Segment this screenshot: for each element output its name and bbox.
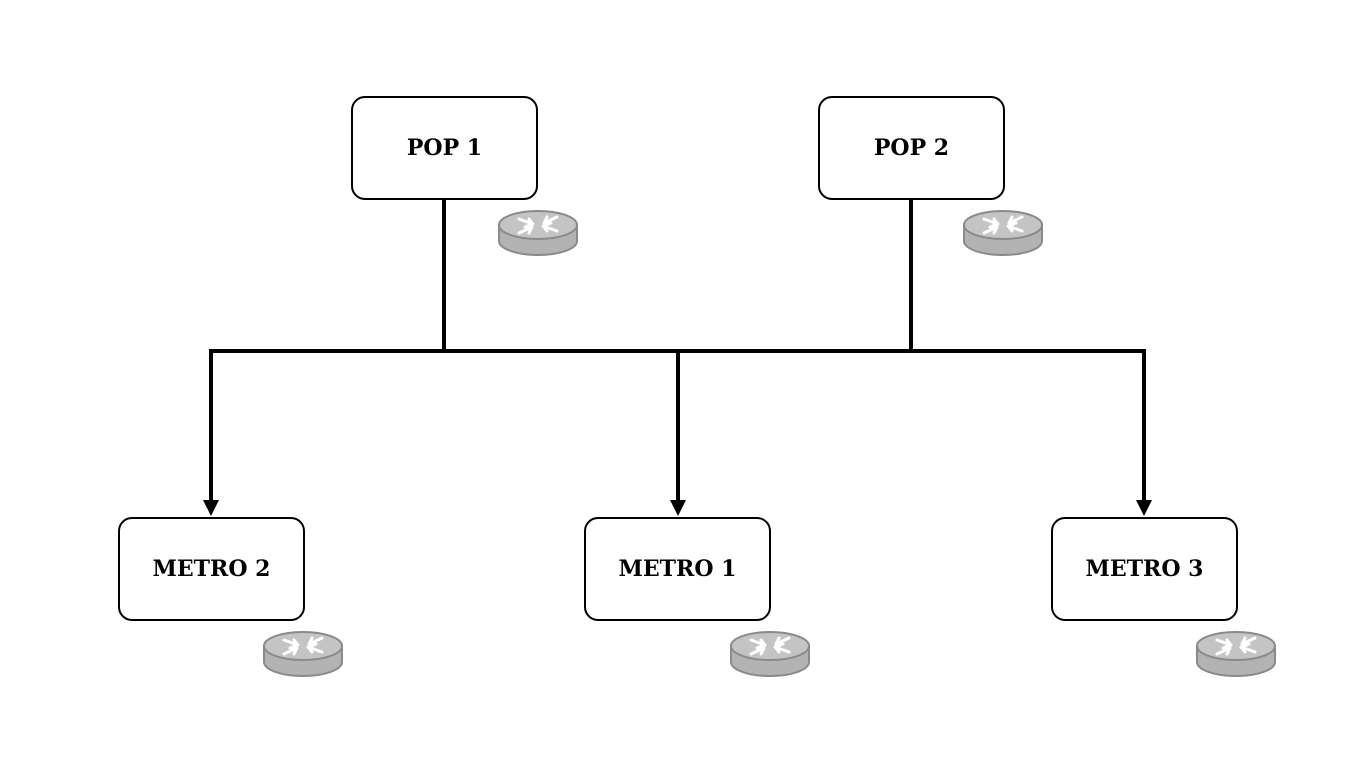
- node-pop-1[interactable]: POP 1: [351, 96, 538, 200]
- router-icon: [262, 626, 344, 682]
- router-icon: [962, 205, 1044, 261]
- node-metro-1[interactable]: METRO 1: [584, 517, 771, 621]
- router-icon-graphic: [730, 631, 810, 677]
- router-icon: [497, 205, 579, 261]
- arrowhead-metro-3: [1136, 500, 1152, 516]
- router-icon-graphic: [963, 210, 1043, 256]
- node-pop-2[interactable]: POP 2: [818, 96, 1005, 200]
- node-label: POP 2: [873, 135, 950, 161]
- node-metro-3[interactable]: METRO 3: [1051, 517, 1238, 621]
- node-label: METRO 3: [1085, 556, 1204, 582]
- router-icon-graphic: [263, 631, 343, 677]
- router-icon: [1195, 626, 1277, 682]
- router-icon: [729, 626, 811, 682]
- node-label: POP 1: [406, 135, 483, 161]
- node-label: METRO 2: [152, 556, 271, 582]
- arrowhead-metro-1: [670, 500, 686, 516]
- router-icon-graphic: [1196, 631, 1276, 677]
- node-metro-2[interactable]: METRO 2: [118, 517, 305, 621]
- node-label: METRO 1: [618, 556, 737, 582]
- arrowhead-metro-2: [203, 500, 219, 516]
- router-icon-graphic: [498, 210, 578, 256]
